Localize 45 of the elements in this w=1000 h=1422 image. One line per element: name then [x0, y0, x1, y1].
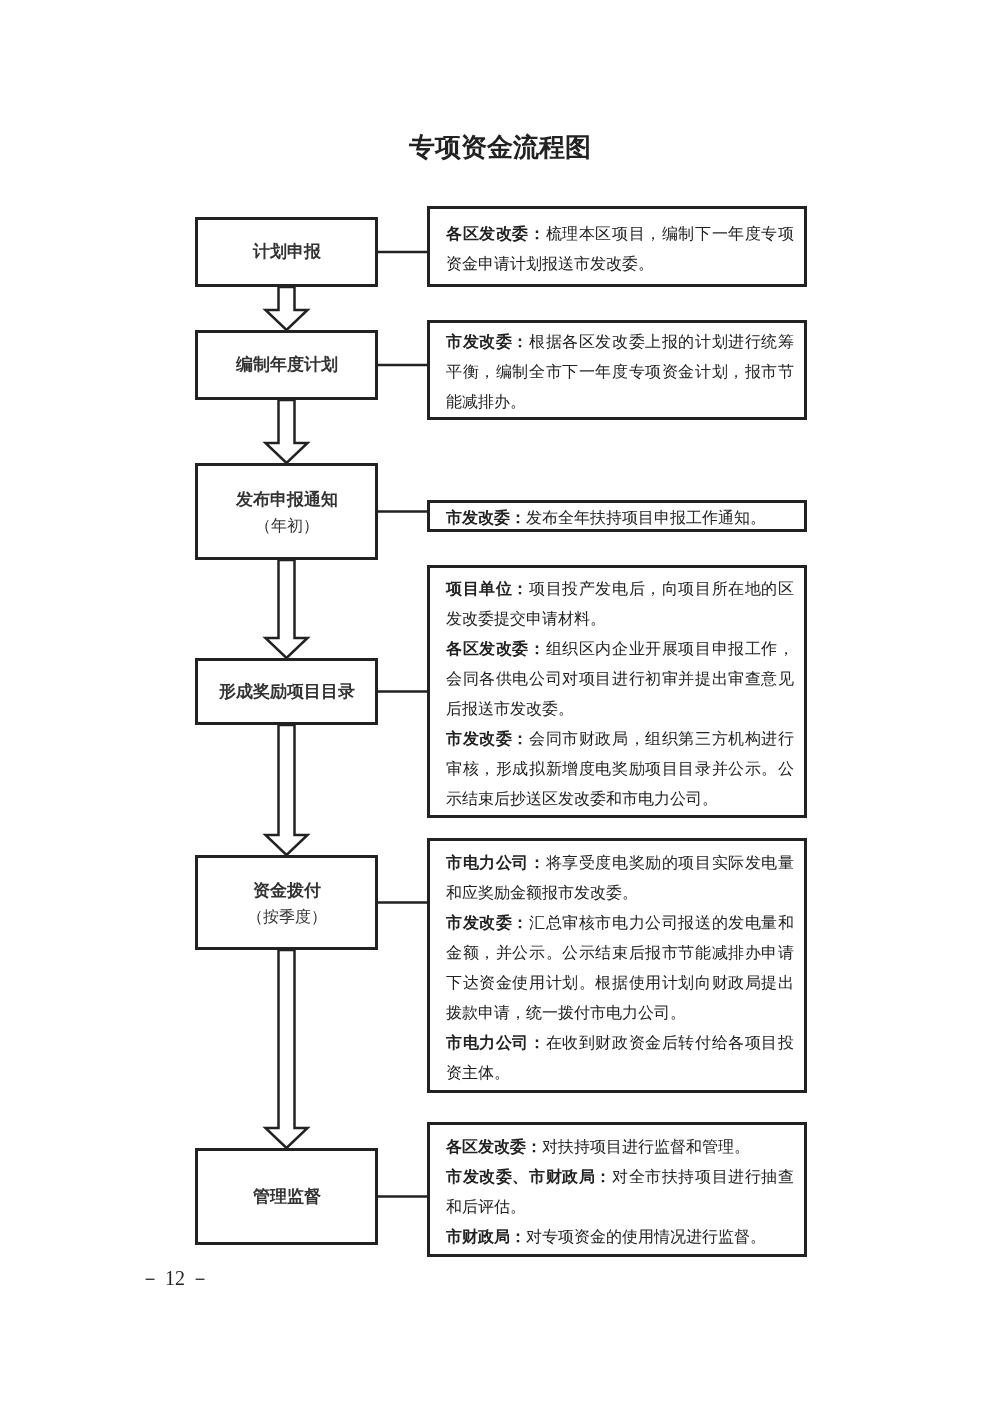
block-arrow	[262, 398, 311, 465]
description-text: 市发改委、市财政局：对全市扶持项目进行抽查和后评估。	[446, 1166, 794, 1217]
process-box	[195, 1148, 378, 1245]
description-box	[427, 1122, 807, 1257]
connector-line	[378, 250, 427, 254]
description-box	[427, 565, 807, 818]
step-note: （按季度）	[246, 906, 327, 927]
connector-line	[378, 901, 427, 904]
step-label: 编制年度计划	[235, 354, 338, 376]
description-text: 各区发改委：组织区内企业开展项目申报工作，会同各供电公司对项目进行初审并提出审查意见后报送市发改委。	[446, 638, 794, 719]
step-label: 发布申报通知	[235, 488, 338, 511]
process-box	[195, 855, 378, 950]
process-box	[195, 463, 378, 560]
page-number: － 12 －	[140, 1266, 210, 1291]
diagram-title: 专项资金流程图	[409, 132, 591, 164]
block-arrow	[262, 723, 311, 857]
connector-line	[378, 363, 427, 367]
description-text: 市发改委：根据各区发改委上报的计划进行统筹平衡，编制全市下一年度专项资金计划，报市节能减排办。	[446, 332, 794, 412]
description-text: 市发改委：发布全年扶持项目申报工作通知。	[446, 508, 767, 528]
description-box	[427, 206, 807, 287]
description-text: 各区发改委：梳理本区项目，编制下一年度专项资金申请计划报送市发改委。	[446, 223, 794, 274]
description-text: 市发改委：汇总审核市电力公司报送的发电量和金额，并公示。公示结束后报市节能减排办申请下达资金使用计划。根据使用计划向财政局提出拨款申请，统一拨付市电力公司。	[446, 912, 794, 1023]
process-box	[195, 217, 378, 287]
block-arrow	[262, 948, 311, 1150]
process-box	[195, 330, 378, 400]
block-arrow	[262, 285, 311, 332]
description-text: 市电力公司：将享受度电奖励的项目实际发电量和应奖励金额报市发改委。	[446, 852, 794, 903]
step-label: 形成奖励项目目录	[218, 680, 355, 703]
connector-line	[378, 690, 427, 693]
description-text: 市电力公司：在收到财政资金后转付给各项目投资主体。	[446, 1032, 794, 1083]
step-label: 资金拨付	[252, 879, 321, 902]
description-text: 项目单位：项目投产发电后，向项目所在地的区发改委提交申请材料。	[446, 578, 794, 629]
description-box	[427, 500, 807, 532]
description-text: 市财政局：对专项资金的使用情况进行监督。	[446, 1226, 767, 1247]
connector-line	[378, 510, 427, 513]
description-box	[427, 320, 807, 420]
process-box	[195, 658, 378, 725]
description-text: 市发改委：会同市财政局，组织第三方机构进行审核，形成拟新增度电奖励项目目录并公示。公示结束后抄送区发改委和市电力公司。	[446, 728, 794, 809]
description-text: 各区发改委：对扶持项目进行监督和管理。	[446, 1136, 751, 1157]
description-box	[427, 838, 807, 1093]
step-label: 计划申报	[252, 241, 321, 263]
step-note: （年初）	[254, 515, 319, 536]
block-arrow	[262, 558, 311, 660]
step-label: 管理监督	[252, 1185, 321, 1208]
connector-line	[378, 1195, 427, 1198]
